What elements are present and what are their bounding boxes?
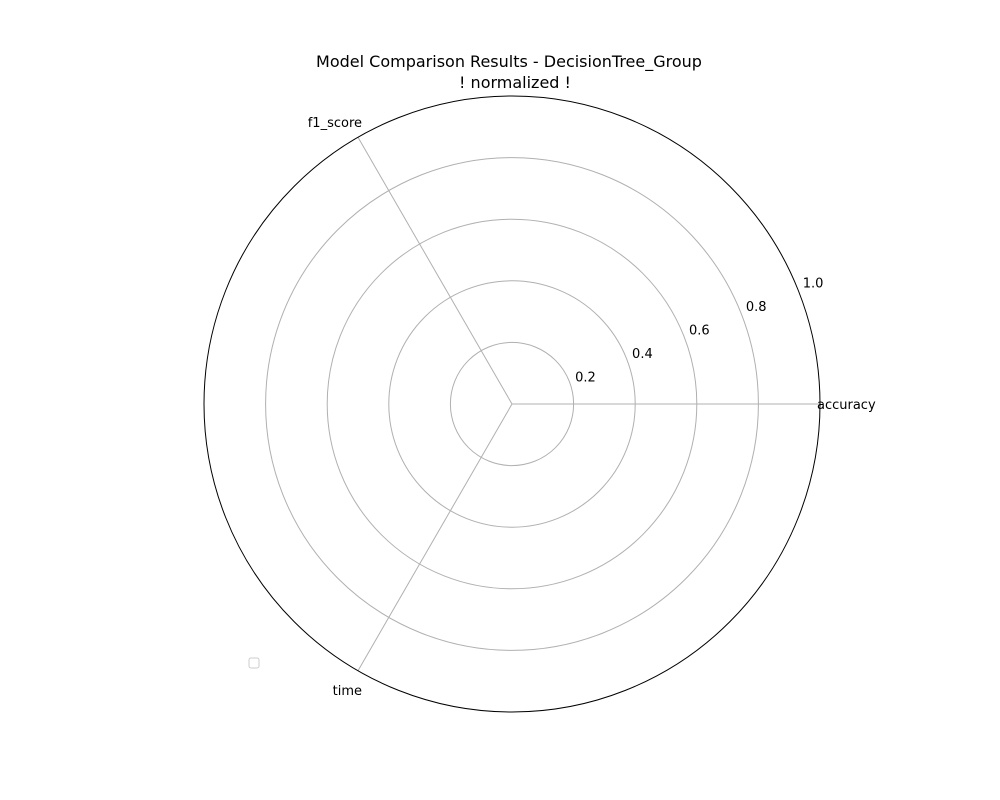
radial-tick-label: 0.2 <box>575 371 596 386</box>
legend <box>248 657 260 669</box>
polar-frame <box>203 95 821 713</box>
radial-tick-label: 0.8 <box>746 300 767 315</box>
angular-gridline-f1_score <box>357 137 513 405</box>
chart-subtitle: ! normalized ! <box>459 73 571 92</box>
radial-tick-label: 0.4 <box>632 347 653 362</box>
angular-gridlines <box>357 137 820 671</box>
radial-tick-label: 1.0 <box>803 276 824 291</box>
axis-label-accuracy: accuracy <box>817 398 876 413</box>
legend-box <box>248 657 260 669</box>
axis-label-f1_score: f1_score <box>308 116 362 131</box>
chart-title: Model Comparison Results - DecisionTree_… <box>316 52 702 72</box>
axis-label-time: time <box>333 684 362 699</box>
radial-tick-label: 0.6 <box>689 323 710 338</box>
radial-tick-labels: 0.2 0.4 0.6 0.8 1.0 <box>575 276 823 385</box>
angular-gridline-time <box>357 403 513 671</box>
polar-frame-circle <box>203 95 821 713</box>
